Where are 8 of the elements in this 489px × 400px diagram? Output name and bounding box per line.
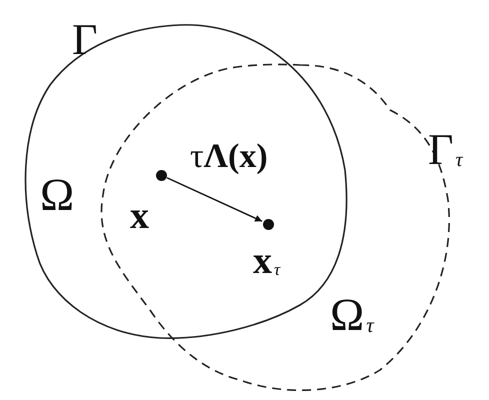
boundary-label: Γ: [72, 18, 98, 62]
point-dot: [262, 218, 274, 230]
edge-label: τΛ(x): [190, 140, 268, 174]
region-label: Ω: [40, 172, 74, 218]
arrow: [166, 177, 262, 222]
point-dot: [156, 170, 166, 180]
point-label: x: [130, 197, 149, 235]
region-label: Ω$_{τ}$: [330, 292, 374, 338]
